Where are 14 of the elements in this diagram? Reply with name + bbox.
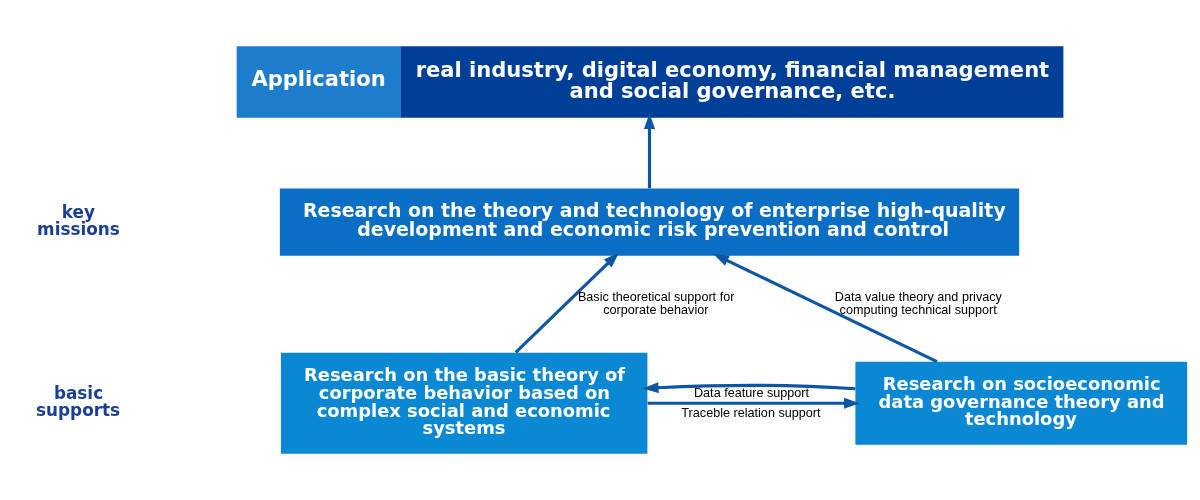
edge-label: Basic theoretical support for corporate behavior: [577, 289, 735, 318]
arrow: [514, 252, 620, 354]
label: basic supports: [36, 382, 121, 420]
node-box: Research on socioeconomic data governance theory and technology: [855, 361, 1188, 445]
arrow: [643, 113, 656, 189]
arrow: [713, 253, 938, 363]
arrow: [647, 397, 860, 409]
node-box: Research on the theory and technology of enterprise high-quality development and economic risk prevention and control: [279, 188, 1020, 256]
edge-label: Traceble relation support: [681, 405, 821, 420]
arrow: [642, 382, 856, 394]
edge-label: Data value theory and privacy computing technical support: [834, 289, 1002, 318]
label: key missions: [37, 201, 120, 239]
node-box: Research on the basic theory of corporate behavior based on complex social and economic systems: [280, 352, 648, 454]
edge-label: Data feature support: [693, 385, 810, 400]
